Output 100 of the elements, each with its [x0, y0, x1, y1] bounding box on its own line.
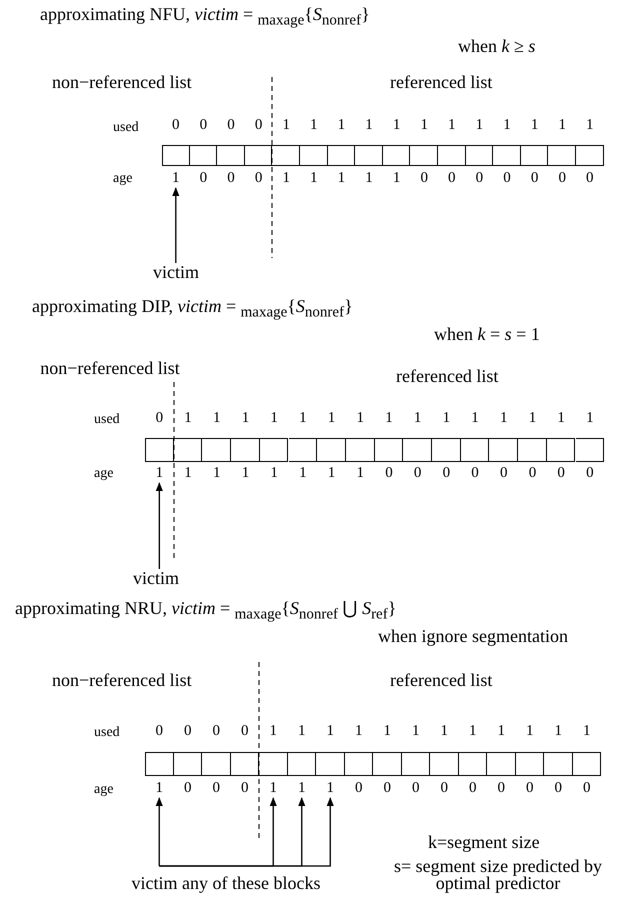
bit-value: 1: [498, 410, 508, 426]
bit-value: 0: [171, 117, 181, 133]
bit-value: 1: [554, 723, 563, 739]
bit-value: 1: [556, 410, 566, 426]
bit-value: 1: [442, 410, 452, 426]
bit-value: 1: [557, 117, 567, 133]
bit-value: 1: [171, 170, 181, 186]
bit-value: 0: [254, 170, 264, 186]
row-label: age: [94, 465, 114, 483]
bit-value: 0: [585, 465, 595, 481]
callout-text: victim: [140, 262, 212, 282]
bit-value: 0: [554, 780, 563, 796]
bit-value: 0: [502, 170, 512, 186]
bit-value: 1: [154, 780, 164, 796]
bit-value: 1: [525, 723, 534, 739]
bit-value: 0: [468, 780, 478, 796]
bit-value: 0: [412, 465, 422, 481]
bit-value: 1: [269, 410, 279, 426]
bit-value: 0: [226, 117, 236, 133]
bit-value: 1: [212, 465, 222, 481]
bit-value: 0: [470, 465, 480, 481]
list-heading: non−referenced list: [52, 72, 192, 92]
bit-value: 1: [336, 117, 346, 133]
bit-value: 1: [298, 410, 308, 426]
row-label: age: [113, 170, 132, 188]
bit-value: 1: [502, 117, 512, 133]
bit-value: 0: [525, 780, 534, 796]
row-label: used: [113, 119, 139, 137]
bit-value: 0: [226, 170, 236, 186]
bit-value: 1: [364, 117, 374, 133]
callout-text: victim any of these blocks: [95, 865, 357, 893]
formula-heading: approximating NRU, victim = $_{maxage}${S$_{nonref}$ ⋃ S$_{ref}$}: [15, 598, 396, 625]
bit-value: 0: [354, 780, 364, 796]
bit-value: 1: [411, 723, 420, 739]
formula-heading: approximating DIP, victim = $_{maxage}${S$_{nonref}$}: [32, 296, 353, 323]
list-heading: non−referenced list: [52, 670, 192, 690]
bit-value: 1: [585, 410, 595, 426]
bit-value: 1: [326, 465, 336, 481]
bit-value: 0: [496, 780, 506, 796]
bit-value: 1: [309, 170, 319, 186]
bit-value: 1: [355, 465, 365, 481]
bit-value: 0: [212, 723, 221, 739]
condition-text: when k ≥ s: [458, 36, 536, 56]
bit-value: 1: [496, 723, 506, 739]
bit-value: 1: [297, 780, 306, 796]
bit-value: 1: [268, 780, 278, 796]
bit-value: 0: [419, 170, 429, 186]
bit-value: 1: [364, 170, 374, 186]
bit-value: 1: [269, 465, 279, 481]
list-heading: non−referenced list: [39, 360, 181, 377]
row-label: used: [94, 411, 120, 429]
bit-value: 1: [392, 170, 402, 186]
bit-value: 0: [384, 465, 394, 481]
condition-text: when ignore segmentation: [378, 626, 568, 646]
bit-value: 1: [326, 723, 335, 739]
bit-value: 1: [384, 410, 394, 426]
row-label: age: [94, 781, 114, 799]
bit-value: 1: [154, 465, 164, 481]
list-heading: referenced list: [390, 72, 492, 92]
formula-heading: approximating NFU, victim = $_{maxage}${S$_{nonref}$}: [40, 4, 370, 31]
arrow: [172, 187, 180, 264]
bit-value: 1: [326, 780, 335, 796]
bit-value: 0: [528, 465, 538, 481]
bit-value: 1: [268, 723, 278, 739]
bit-value: 0: [411, 780, 420, 796]
bit-value: 0: [183, 780, 192, 796]
bit-value: 1: [309, 117, 319, 133]
bit-value: 0: [382, 780, 392, 796]
bit-value: 0: [240, 723, 250, 739]
legend-note: s= segment size predicted by optimal predictor: [392, 858, 604, 892]
bit-value: 1: [212, 410, 222, 426]
bit-value: 1: [183, 465, 193, 481]
list-heading: referenced list: [396, 366, 498, 386]
bit-value: 1: [468, 723, 478, 739]
bit-value: 1: [336, 170, 346, 186]
bit-value: 1: [528, 410, 538, 426]
bit-value: 1: [297, 723, 306, 739]
bit-value: 0: [183, 723, 192, 739]
bit-value: 0: [556, 465, 566, 481]
bit-value: 1: [447, 117, 457, 133]
bit-value: 1: [183, 410, 193, 426]
bit-value: 0: [585, 170, 595, 186]
bit-value: 0: [442, 465, 452, 481]
bit-value: 0: [498, 465, 508, 481]
callout-text: victim: [120, 568, 192, 588]
bit-value: 0: [198, 170, 208, 186]
bit-value: 1: [582, 723, 592, 739]
bit-value: 0: [240, 780, 250, 796]
bit-value: 0: [474, 170, 484, 186]
bit-value: 1: [440, 723, 449, 739]
bit-value: 0: [154, 723, 164, 739]
bit-value: 1: [355, 410, 365, 426]
bit-value: 1: [530, 117, 540, 133]
bit-value: 0: [440, 780, 449, 796]
bit-value: 1: [281, 170, 291, 186]
arrow: [156, 482, 163, 570]
bit-value: 1: [412, 410, 422, 426]
bit-value: 1: [382, 723, 392, 739]
row-label: used: [94, 724, 120, 742]
bit-value: 1: [354, 723, 364, 739]
